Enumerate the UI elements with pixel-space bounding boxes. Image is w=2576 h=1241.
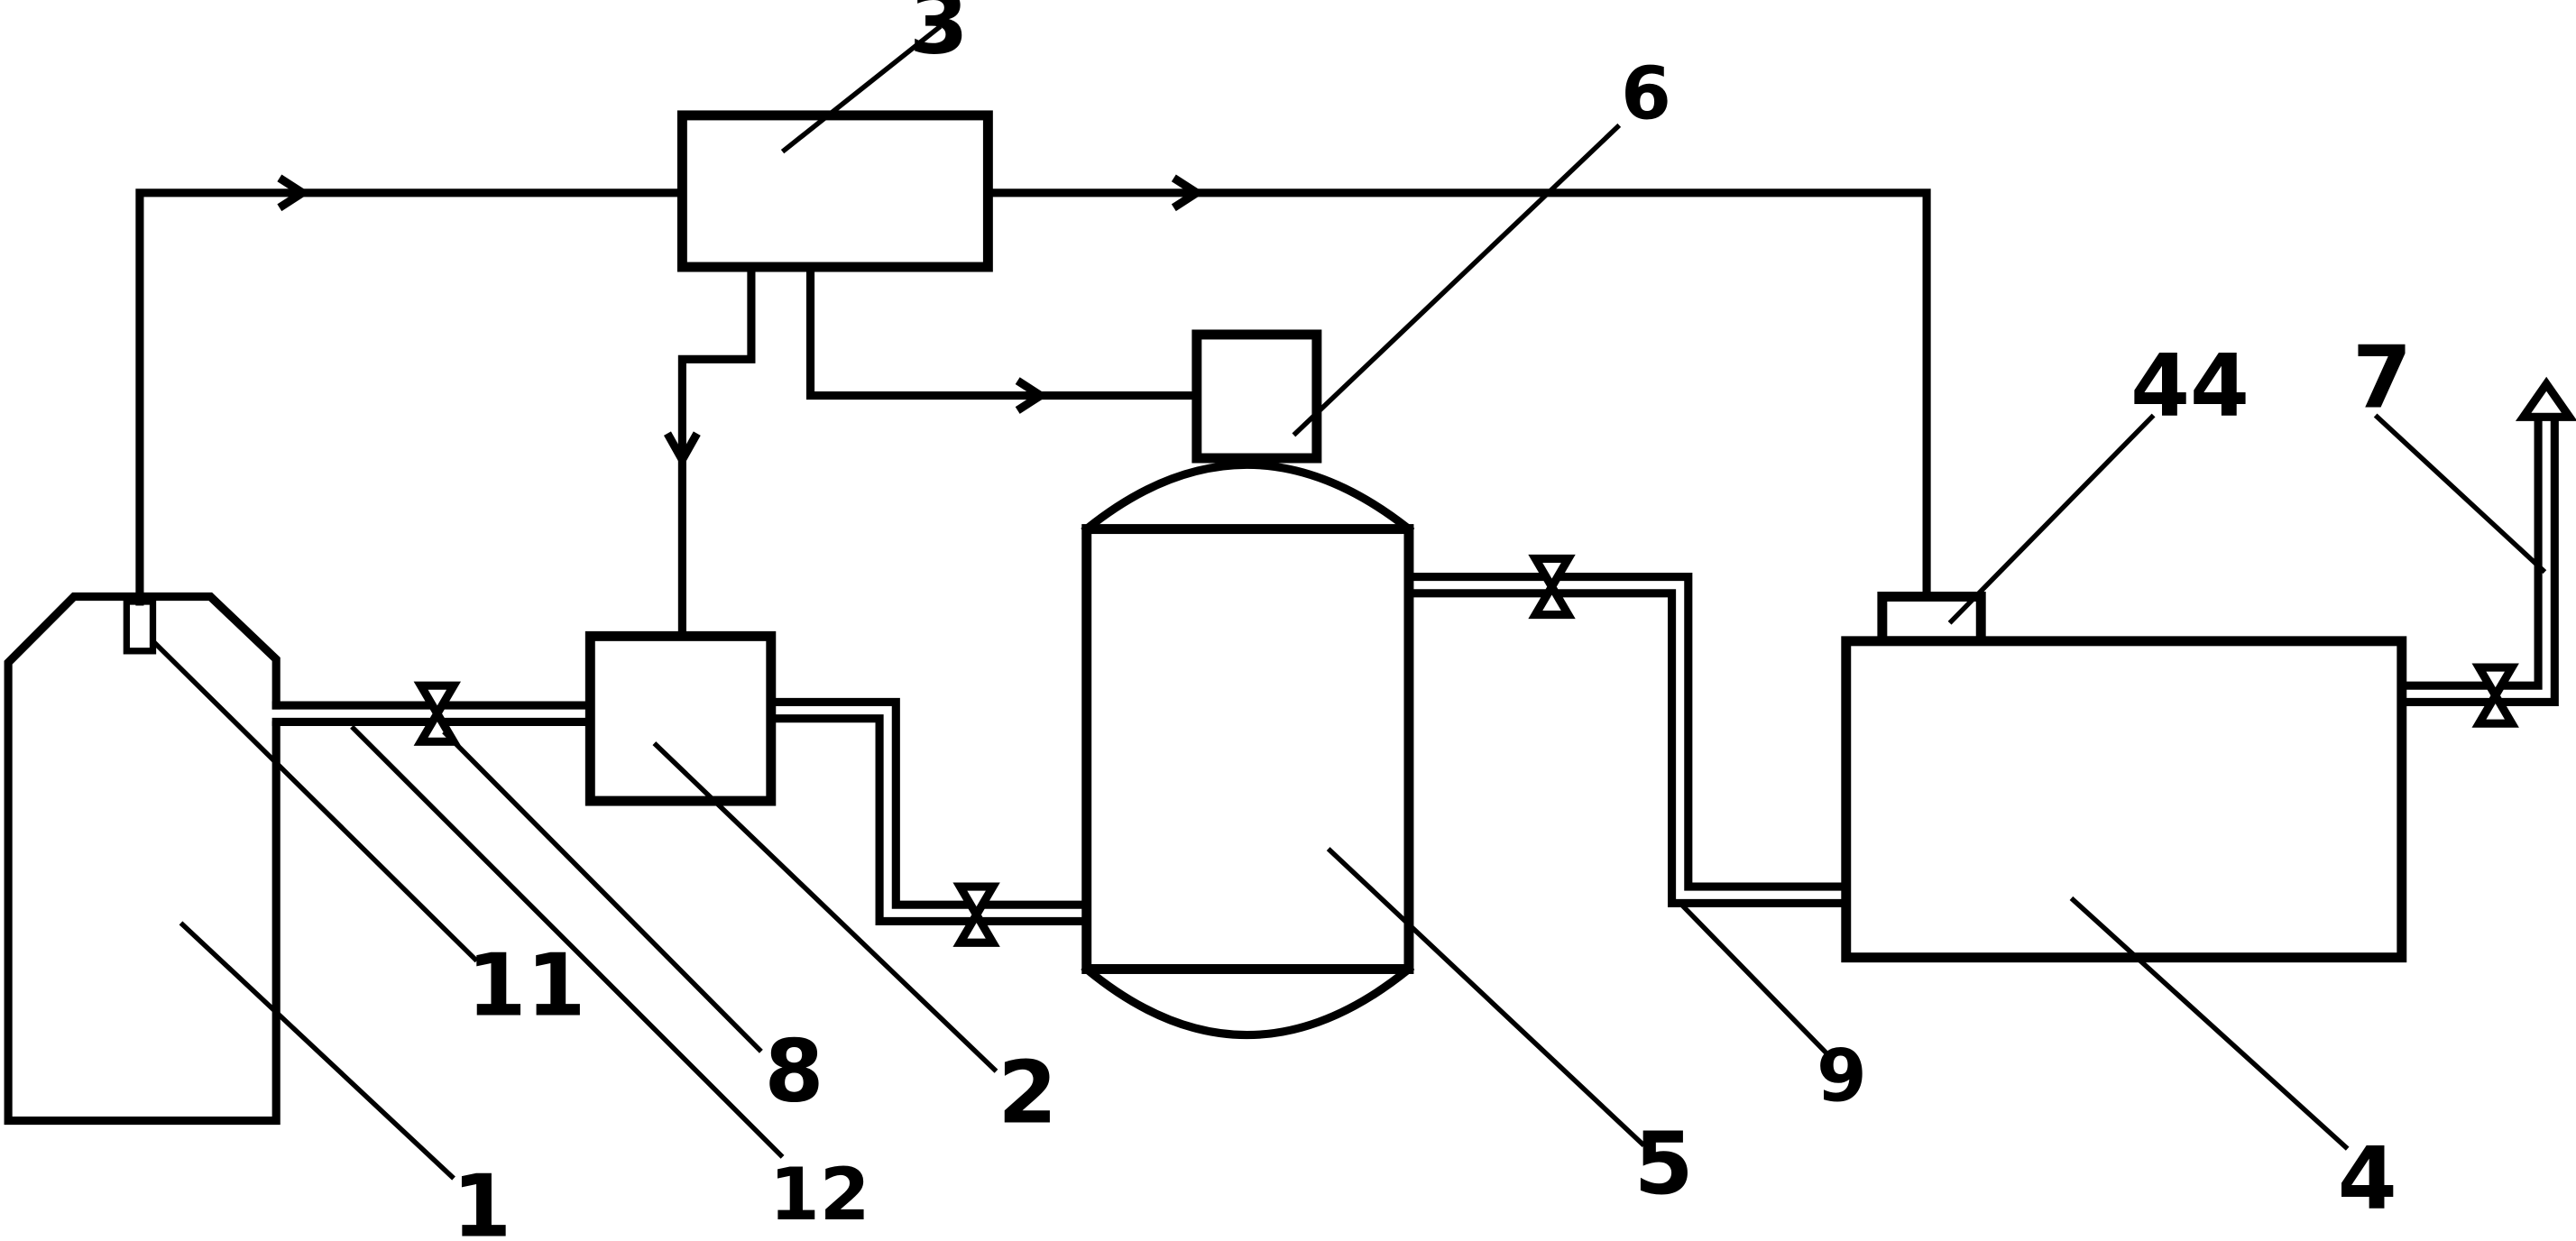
label-1: 1 [452,1157,511,1241]
component-3-controller [676,110,993,272]
valve-8 [413,681,462,746]
component-2-unit [584,630,777,806]
pipe-9 [1404,573,1851,907]
label-9: 9 [1817,1034,1867,1118]
component-1-tank [4,592,281,1126]
label-4: 4 [2338,1129,2397,1228]
label-11: 11 [467,937,586,1036]
signal-line-to-controller [135,174,686,606]
component-6 [1191,329,1322,464]
signal-line-to-6 [805,262,1201,414]
valve-2-5 [952,882,1000,947]
label-6: 6 [1621,51,1671,135]
valve-7 [2471,663,2519,728]
signal-line-to-2 [664,262,756,640]
valve-5-4 [1528,554,1576,620]
label-44: 44 [2130,336,2249,436]
label-3: 3 [909,0,969,74]
label-2: 2 [998,1043,1057,1143]
label-12: 12 [769,1152,870,1236]
label-8: 8 [765,1023,824,1122]
label-7: 7 [2352,328,2412,427]
component-4-tank [1841,636,2407,963]
pipe-2-to-5 [767,697,1091,926]
outlet-pipe-7 [2397,376,2576,707]
leader-lines [151,24,2547,1181]
signal-line-to-44 [983,174,1931,602]
component-5-vessel [1081,460,1415,1039]
label-5: 5 [1634,1115,1694,1214]
